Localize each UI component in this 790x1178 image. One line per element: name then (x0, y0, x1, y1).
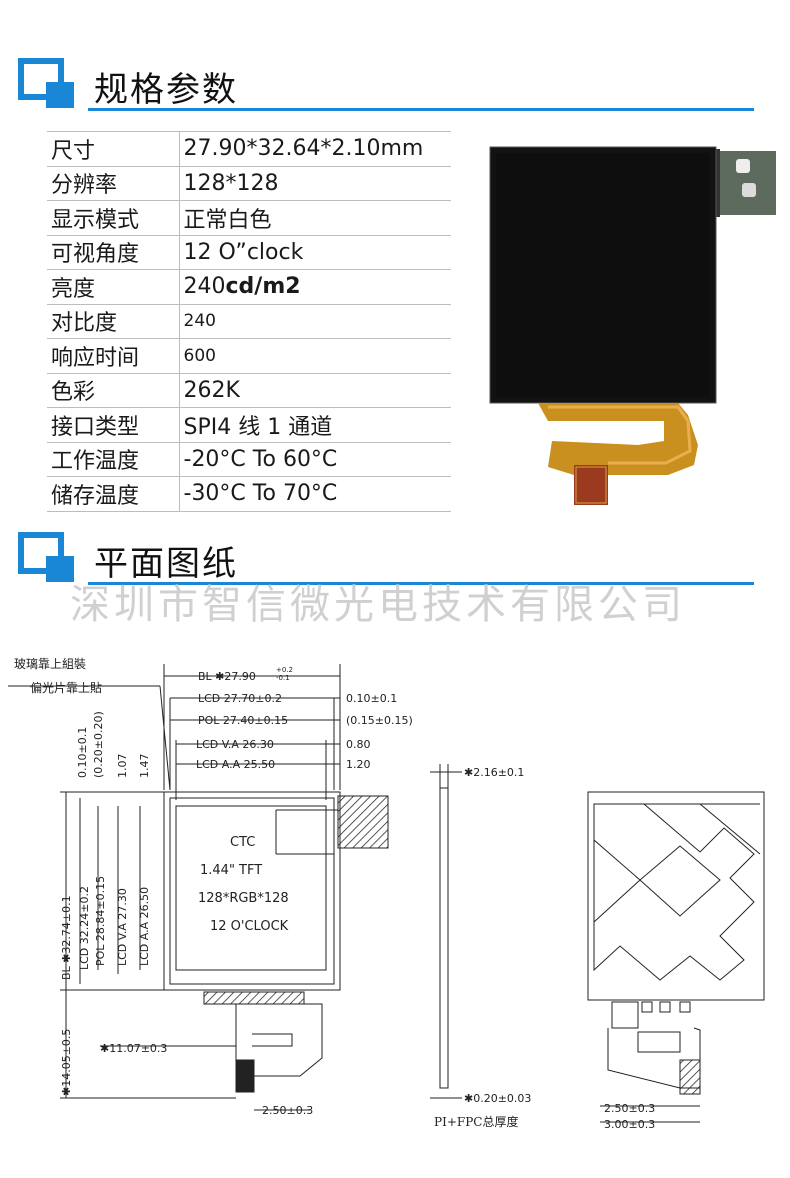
label-fpc-total: PI+FPC总厚度 (434, 1114, 518, 1129)
panel-text-view: 12 O'CLOCK (210, 919, 289, 934)
spec-row: 储存温度-30°C To 70°C (47, 476, 451, 512)
spec-row: 工作温度-20°C To 60°C (47, 441, 451, 477)
spec-value: SPI4 线 1 通道 (179, 407, 451, 443)
spec-value-unit: cd/m2 (225, 274, 301, 300)
spec-key: 可视角度 (47, 234, 180, 270)
panel-text-res: 128*RGB*128 (198, 891, 289, 906)
dim-bl-tol-minus: -0.1 (276, 674, 290, 682)
dim-lcd-top-offset: 0.10±0.1 (76, 727, 89, 778)
section-header-drawing: 平面图纸 (18, 532, 758, 602)
spec-value: 240 (179, 303, 451, 339)
dim-lcd-height: LCD 32.24±0.2 (78, 886, 91, 970)
dim-va-offset: 0.80 (346, 738, 371, 751)
spec-value: 12 O”clock (179, 234, 451, 270)
spec-row: 显示模式正常白色 (47, 200, 451, 236)
note-polarizer: 偏光片靠上貼 (30, 680, 102, 695)
dim-aa-height: LCD A.A 26.50 (138, 887, 151, 966)
dim-pol-offset: (0.15±0.15) (346, 714, 413, 727)
dim-va-height: LCD V.A 27.30 (116, 888, 129, 966)
spec-key: 亮度 (47, 269, 180, 305)
dim-aa-offset: 1.20 (346, 758, 371, 771)
spec-value: 128*128 (179, 165, 451, 201)
spec-key: 储存温度 (47, 476, 180, 512)
panel-text-size: 1.44" TFT (200, 863, 262, 878)
dim-va-width: LCD V.A 26.30 (196, 738, 274, 751)
spec-key: 分辨率 (47, 165, 180, 201)
divider (88, 108, 754, 111)
panel-text-ctc: CTC (230, 835, 255, 850)
spec-value: -30°C To 70°C (179, 476, 451, 512)
spec-key: 尺寸 (47, 131, 180, 167)
dim-bl-width: BL ✱27.90 (198, 670, 256, 683)
dim-back-fpc: 3.00±0.3 (604, 1118, 655, 1131)
divider (88, 582, 754, 585)
watermark-text: 深圳市智信微光电技术有限公司 (70, 582, 686, 628)
spec-value: 27.90*32.64*2.10mm (179, 131, 451, 167)
section-square-icon (18, 58, 78, 110)
spec-key: 工作温度 (47, 441, 180, 477)
spec-value-number: 240 (183, 274, 226, 300)
dim-lcd-offset: 0.10±0.1 (346, 692, 397, 705)
spec-value: 600 (179, 338, 451, 374)
note-glass: 玻璃靠上組裝 (14, 657, 86, 671)
dim-va-top-offset: 1.07 (116, 754, 129, 779)
spec-value: 正常白色 (179, 200, 451, 236)
dim-bl-tol-plus: +0.2 (276, 666, 293, 674)
dim-pol-top-offset: (0.20±0.20) (92, 711, 105, 778)
dim-fpc-offset: ✱11.07±0.3 (100, 1042, 167, 1055)
dim-pol-height: POL 28.84±0.15 (94, 876, 107, 966)
spec-key: 色彩 (47, 372, 180, 408)
section-square-icon (18, 532, 78, 584)
spec-key: 接口类型 (47, 407, 180, 443)
spec-key: 响应时间 (47, 338, 180, 374)
spec-value: 240cd/m2 (179, 269, 451, 305)
dim-aa-width: LCD A.A 25.50 (196, 758, 275, 771)
spec-key: 对比度 (47, 303, 180, 339)
section-header-specs: 规格参数 (18, 58, 758, 128)
section-title: 规格参数 (94, 70, 238, 110)
spec-value: 262K (179, 372, 451, 408)
dim-connector-width: 2.50±0.3 (262, 1104, 313, 1117)
dim-fpc-thickness: ✱0.20±0.03 (464, 1092, 531, 1105)
dim-aa-top-offset: 1.47 (138, 754, 151, 779)
dim-bl-height: BL ✱32.74±0.1 (60, 895, 73, 980)
spec-key: 显示模式 (47, 200, 180, 236)
dim-lcd-width: LCD 27.70±0.2 (198, 692, 282, 705)
lcd-product-image (488, 145, 788, 515)
dim-pol-width: POL 27.40±0.15 (198, 714, 288, 727)
dim-thickness: ✱2.16±0.1 (464, 766, 524, 779)
dim-back-connector: 2.50±0.3 (604, 1102, 655, 1115)
spec-value: -20°C To 60°C (179, 441, 451, 477)
technical-drawing: 玻璃靠上組裝 偏光片靠上貼 BL ✱27.90 +0.2 -0.1 LCD 27… (0, 640, 790, 1160)
section-title: 平面图纸 (94, 544, 238, 584)
dim-fpc-length: ✱14.05±0.5 (60, 1029, 73, 1096)
